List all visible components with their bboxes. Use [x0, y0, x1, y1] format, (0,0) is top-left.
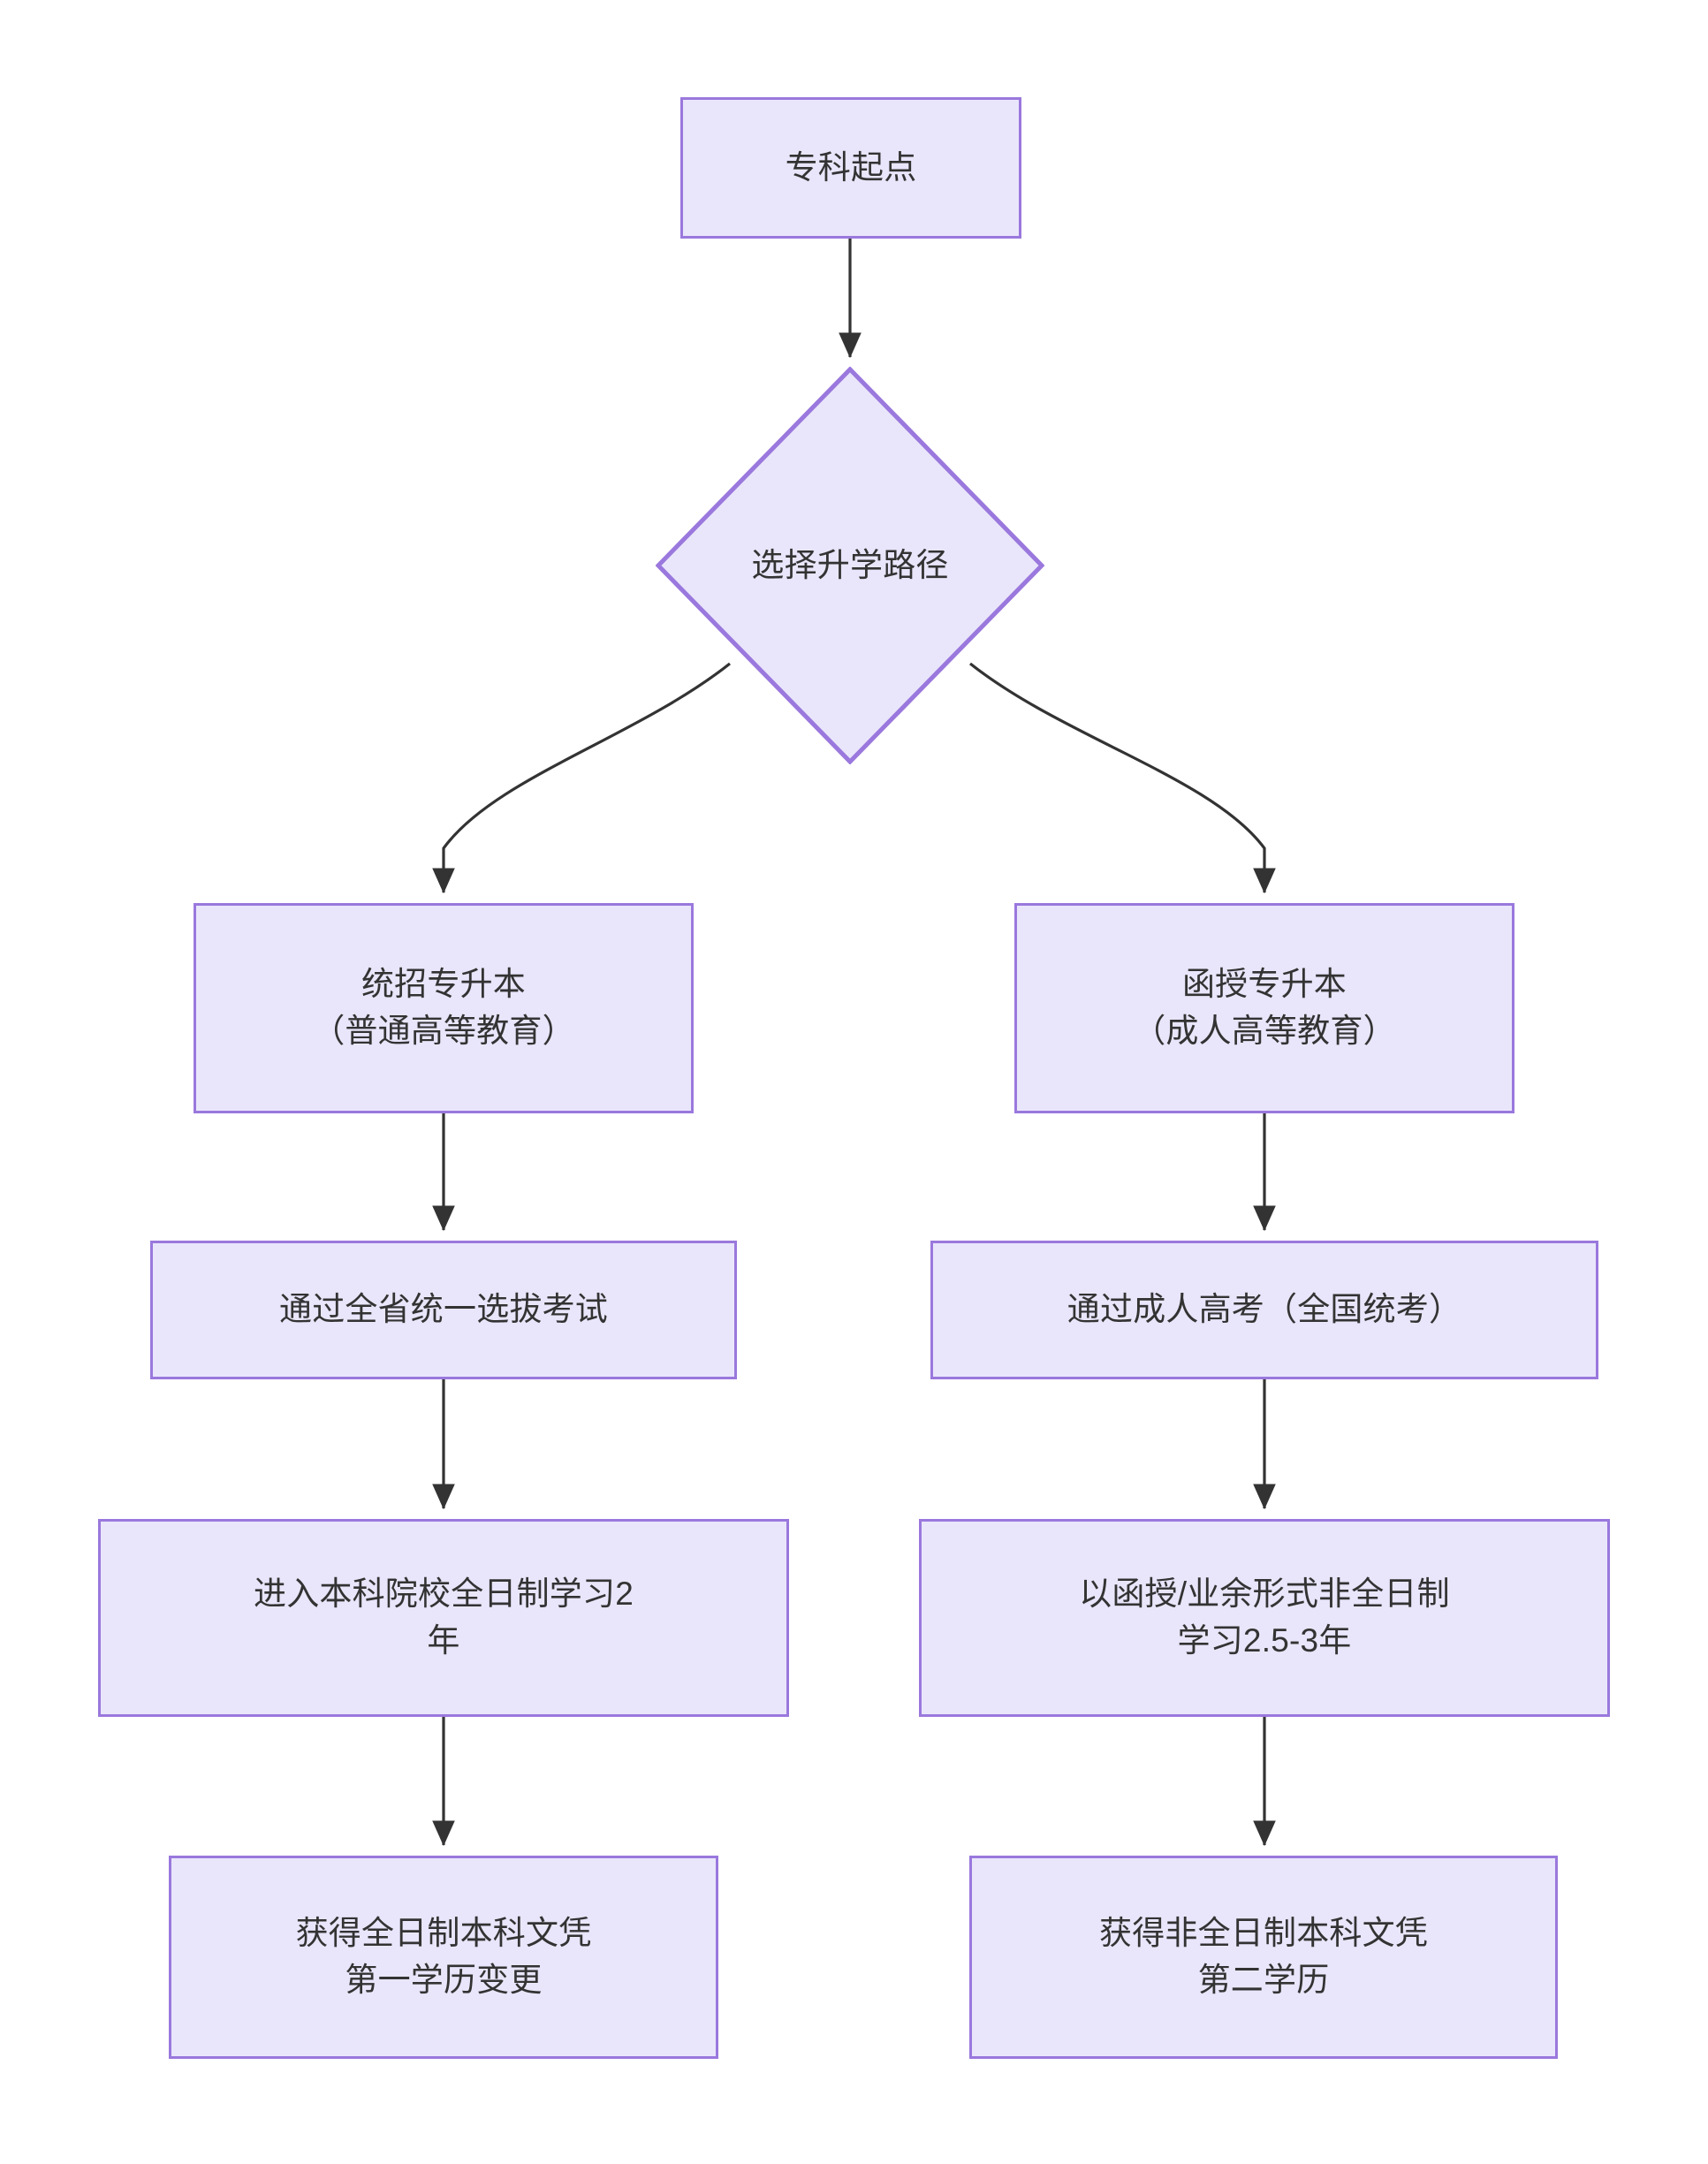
node-right-hanshou-zhuanshengben[interactable]: 函授专升本 （成人高等教育） — [1014, 903, 1514, 1113]
node-decision-choose-path[interactable]: 选择升学路径 — [656, 367, 1044, 764]
node-start[interactable]: 专科起点 — [680, 97, 1021, 239]
node-left-provincial-exam[interactable]: 通过全省统一选拔考试 — [150, 1241, 737, 1379]
node-left-4-label: 获得全日制本科文凭 第一学历变更 — [295, 1915, 592, 1998]
node-right-1-label: 函授专升本 （成人高等教育） — [1133, 966, 1396, 1049]
node-right-3-label: 以函授/业余形式非全日制 学习2.5-3年 — [1079, 1576, 1450, 1659]
node-right-2-label: 通过成人高考（全国统考） — [1067, 1291, 1462, 1328]
node-right-4-label: 获得非全日制本科文凭 第二学历 — [1099, 1915, 1428, 1998]
node-right-adult-exam[interactable]: 通过成人高考（全国统考） — [930, 1241, 1598, 1379]
node-left-fulltime-diploma[interactable]: 获得全日制本科文凭 第一学历变更 — [169, 1856, 718, 2059]
node-decision-label: 选择升学路径 — [751, 546, 949, 583]
node-left-2-label: 通过全省统一选拔考试 — [279, 1291, 608, 1328]
diamond-shape-icon — [656, 367, 1044, 764]
node-right-parttime-diploma[interactable]: 获得非全日制本科文凭 第二学历 — [969, 1856, 1558, 2059]
node-left-tongzhao-zhuanshengben[interactable]: 统招专升本 （普通高等教育） — [194, 903, 694, 1113]
node-left-fulltime-study[interactable]: 进入本科院校全日制学习2 年 — [98, 1519, 789, 1717]
node-start-label: 专科起点 — [785, 148, 917, 186]
node-right-parttime-study[interactable]: 以函授/业余形式非全日制 学习2.5-3年 — [919, 1519, 1610, 1717]
node-left-1-label: 统招专升本 （普通高等教育） — [312, 966, 575, 1049]
node-left-3-label: 进入本科院校全日制学习2 年 — [254, 1576, 634, 1659]
